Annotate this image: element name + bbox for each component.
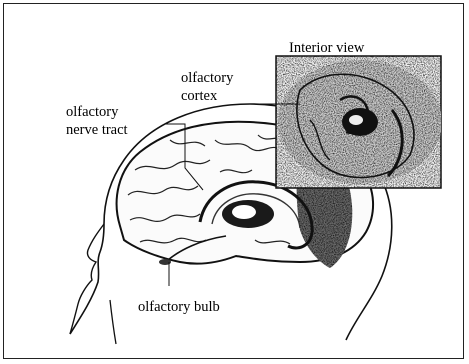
nerve-tract-label-1: olfactory: [66, 103, 118, 121]
interior-view-inset: [276, 56, 442, 188]
olfactory-cortex-label-2: cortex: [181, 87, 217, 105]
interior-view-label: Interior view: [289, 39, 364, 57]
olfactory-bulb-label: olfactory bulb: [138, 298, 220, 316]
neck-line: [110, 300, 116, 344]
olfactory-cortex-label-1: olfactory: [181, 69, 233, 87]
nerve-tract-label-2: nerve tract: [66, 121, 128, 139]
